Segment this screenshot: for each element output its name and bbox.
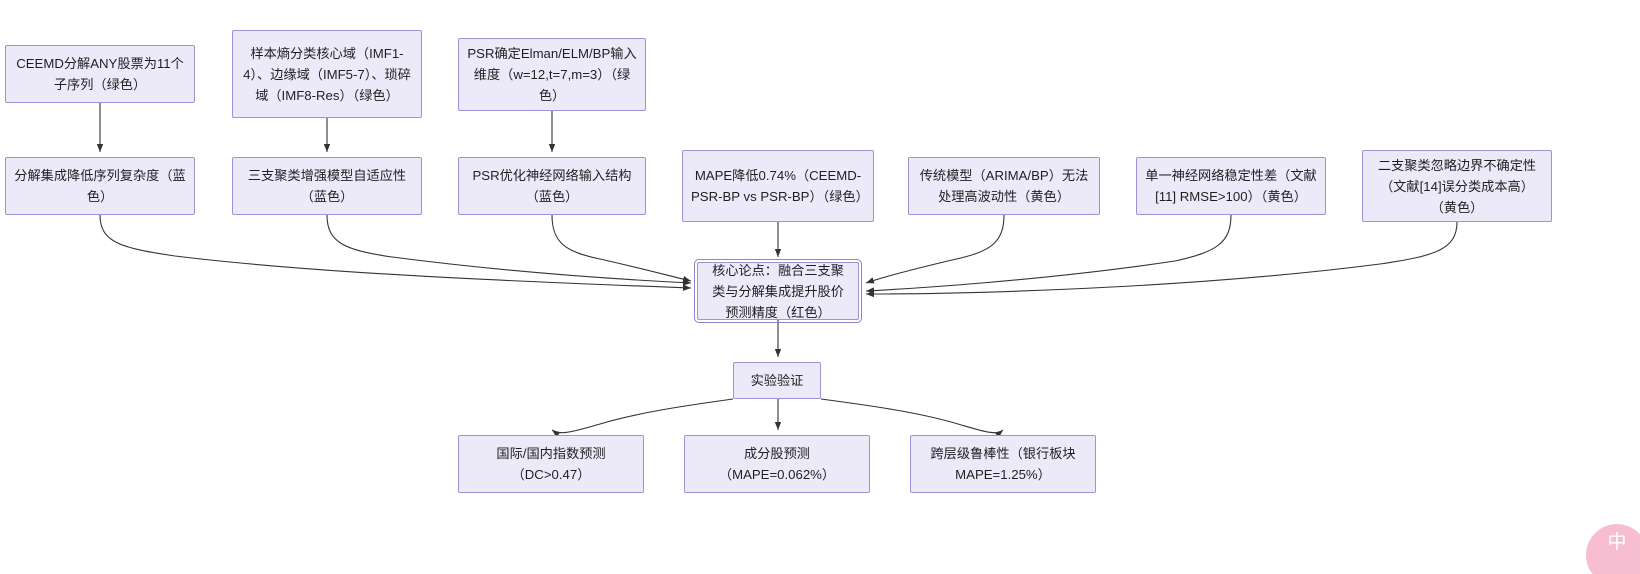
- node-psr-input-dimension[interactable]: PSR确定Elman/ELM/BP输入维度（w=12,t=7,m=3）（绿色）: [458, 38, 646, 111]
- node-mape-reduction[interactable]: MAPE降低0.74%（CEEMD-PSR-BP vs PSR-BP）（绿色）: [682, 150, 874, 222]
- node-two-way-clustering-boundary[interactable]: 二支聚类忽略边界不确定性（文献[14]误分类成本高）（黄色）: [1362, 150, 1552, 222]
- edge-n8-core: [865, 214, 1005, 284]
- node-traditional-models-limitation[interactable]: 传统模型（ARIMA/BP）无法处理高波动性（黄色）: [908, 157, 1100, 215]
- node-sample-entropy-classification[interactable]: 样本熵分类核心域（IMF1-4）、边缘域（IMF5-7）、琐碎域（IMF8-Re…: [232, 30, 422, 118]
- watermark-line2: A: [1607, 568, 1626, 574]
- node-index-prediction-result[interactable]: 国际/国内指数预测（DC>0.47）: [458, 435, 644, 493]
- node-label: 实验验证: [750, 373, 804, 388]
- watermark-line1: 中: [1607, 531, 1627, 553]
- node-ceemd-decomposition[interactable]: CEEMD分解ANY股票为11个子序列（绿色）: [5, 45, 195, 103]
- node-core-thesis[interactable]: 核心论点：融合三支聚类与分解集成提升股价预测精度（红色）: [694, 259, 862, 323]
- edge-n9-core: [865, 214, 1232, 294]
- node-label: MAPE降低0.74%（CEEMD-PSR-BP vs PSR-BP）（绿色）: [691, 168, 869, 204]
- edge-exp-r3: [820, 398, 1004, 438]
- node-label: 样本熵分类核心域（IMF1-4）、边缘域（IMF5-7）、琐碎域（IMF8-Re…: [243, 45, 411, 103]
- node-cross-level-robustness-result[interactable]: 跨层级鲁棒性（银行板块MAPE=1.25%）: [910, 435, 1096, 493]
- node-label: CEEMD分解ANY股票为11个子序列（绿色）: [16, 56, 184, 92]
- node-experiment-verification[interactable]: 实验验证: [733, 362, 821, 399]
- edge-exp-r1: [551, 398, 734, 438]
- node-label: 成分股预测（MAPE=0.062%）: [718, 446, 836, 482]
- node-label: 分解集成降低序列复杂度（蓝色）: [14, 168, 186, 204]
- node-label: 核心论点：融合三支聚类与分解集成提升股价预测精度（红色）: [712, 262, 844, 320]
- node-label: PSR确定Elman/ELM/BP输入维度（w=12,t=7,m=3）（绿色）: [467, 46, 637, 103]
- node-label: 三支聚类增强模型自适应性（蓝色）: [247, 168, 407, 204]
- node-single-network-instability[interactable]: 单一神经网络稳定性差（文献[11] RMSE>100）（黄色）: [1136, 157, 1326, 215]
- node-decomposition-reduces-complexity[interactable]: 分解集成降低序列复杂度（蓝色）: [5, 157, 195, 215]
- edge-n10-core: [865, 221, 1458, 298]
- node-label: PSR优化神经网络输入结构（蓝色）: [472, 168, 632, 204]
- edge-n6-core: [551, 214, 692, 283]
- node-label: 传统模型（ARIMA/BP）无法处理高波动性（黄色）: [919, 168, 1089, 204]
- edge-n4-core: [99, 214, 692, 291]
- node-label: 跨层级鲁棒性（银行板块MAPE=1.25%）: [930, 446, 1076, 482]
- node-three-way-clustering-adaptivity[interactable]: 三支聚类增强模型自适应性（蓝色）: [232, 157, 422, 215]
- node-label: 国际/国内指数预测（DC>0.47）: [496, 446, 606, 482]
- node-constituent-stock-result[interactable]: 成分股预测（MAPE=0.062%）: [684, 435, 870, 493]
- node-label: 二支聚类忽略边界不确定性（文献[14]误分类成本高）（黄色）: [1377, 157, 1537, 215]
- node-psr-optimizes-network-input[interactable]: PSR优化神经网络输入结构（蓝色）: [458, 157, 646, 215]
- node-label: 单一神经网络稳定性差（文献[11] RMSE>100）（黄色）: [1145, 168, 1317, 204]
- edge-n5-core: [326, 214, 692, 286]
- watermark-badge: 中 A: [1586, 524, 1640, 574]
